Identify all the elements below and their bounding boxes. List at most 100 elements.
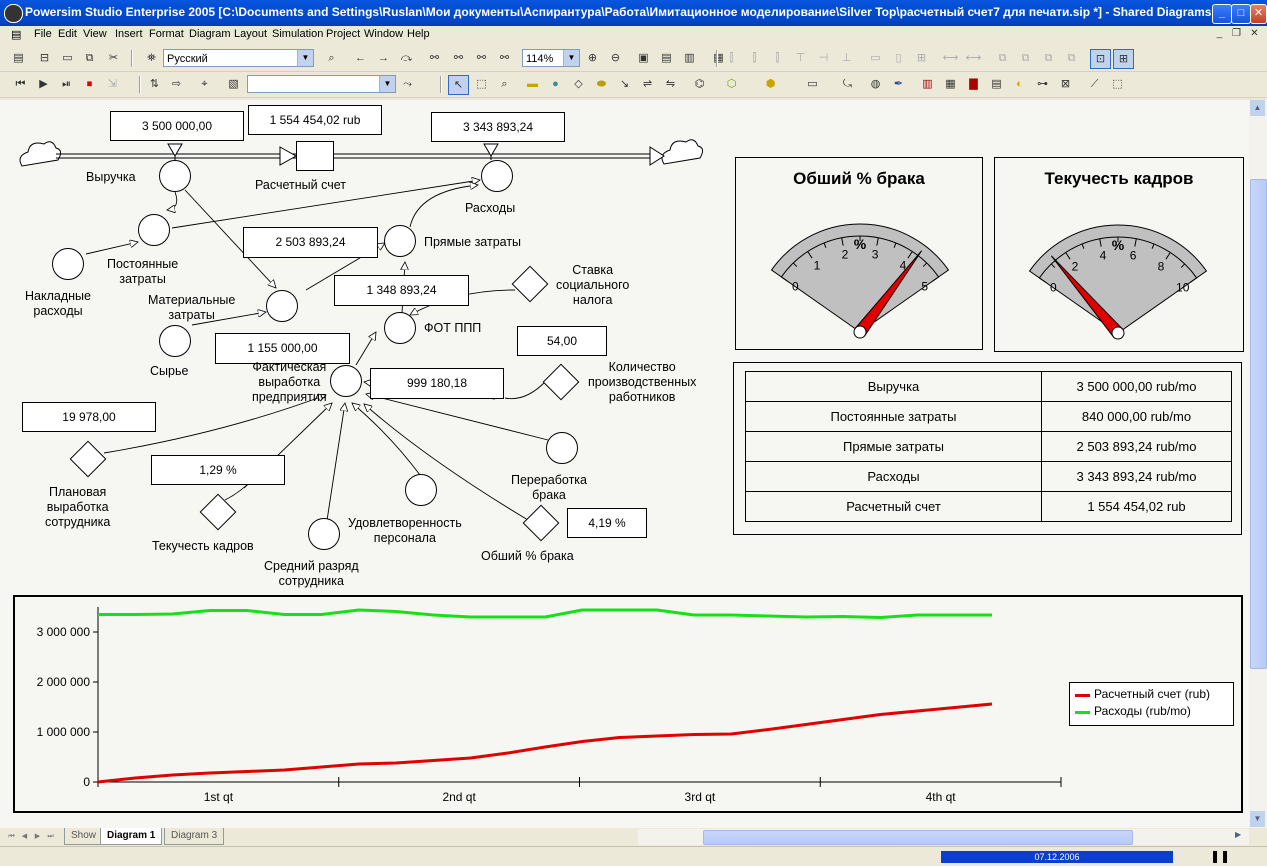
replace-icon[interactable]: ⚯	[499, 52, 510, 64]
time-graph-icon[interactable]: ▥	[922, 78, 933, 90]
preview-icon[interactable]: ▦	[713, 52, 724, 64]
aux-direct-costs[interactable]	[384, 225, 416, 257]
find-icon[interactable]: ⌕	[328, 52, 335, 64]
group-tool-icon[interactable]: ⬢	[765, 78, 776, 90]
binoculars-icon[interactable]: ⚯	[429, 52, 440, 64]
aux-material-costs[interactable]	[266, 290, 298, 322]
chevron-down-icon[interactable]: ▼	[563, 50, 579, 66]
menu-file[interactable]: File	[34, 28, 52, 40]
scatter-icon[interactable]: ⟋	[1090, 78, 1099, 90]
menu-simulation[interactable]: Simulation	[272, 28, 324, 40]
box-fot[interactable]: 1 348 893,24	[334, 275, 469, 306]
close-button[interactable]: ✕	[1250, 4, 1267, 24]
scroll-down-icon[interactable]: ▼	[1250, 811, 1265, 827]
aux-raw[interactable]	[159, 325, 191, 357]
menu-layout[interactable]: Layout	[234, 28, 268, 40]
aux-rework[interactable]	[546, 432, 578, 464]
aux-expenses[interactable]	[481, 160, 513, 192]
connector-tool-icon[interactable]: ⤿	[842, 78, 853, 90]
aux-revenue[interactable]	[159, 160, 191, 192]
box-expenses[interactable]: 3 343 893,24	[431, 112, 565, 142]
menu-project[interactable]: Project	[326, 28, 361, 40]
box-production[interactable]: 999 180,18	[370, 368, 504, 399]
box-turnover[interactable]: 1,29 %	[151, 455, 285, 485]
report-icon[interactable]: ⬚	[1112, 78, 1123, 90]
menu-window[interactable]: Window	[364, 28, 404, 40]
aux-overhead[interactable]	[52, 248, 84, 280]
bring-front-icon[interactable]: ⧉	[998, 52, 1007, 64]
chevron-down-icon[interactable]: ▼	[379, 76, 395, 92]
app-icon[interactable]	[4, 4, 23, 23]
lasso-icon[interactable]: ⬚	[476, 78, 487, 90]
flow-valve-icon[interactable]: ⇋	[665, 78, 676, 90]
menu-view[interactable]: View	[83, 28, 107, 40]
forward-arrow-icon[interactable]: →	[378, 52, 389, 64]
step-icon[interactable]: ⏯	[62, 78, 71, 90]
slider-icon[interactable]: ⊶	[1037, 78, 1048, 90]
box-plan-output[interactable]: 19 978,00	[22, 402, 156, 432]
horizontal-scrollbar[interactable]: ▶	[638, 829, 1249, 845]
align-bottom-icon[interactable]: ⊥	[841, 52, 852, 64]
aux-fot[interactable]	[384, 312, 416, 344]
minimize-button[interactable]: _	[1212, 4, 1232, 24]
ellipse-tool-icon[interactable]: ⬬	[596, 78, 607, 90]
object-icon[interactable]: ▧	[228, 78, 239, 90]
aux-fixed-costs[interactable]	[138, 214, 170, 246]
link-tool-icon[interactable]: ↘	[619, 78, 630, 90]
auxiliary-tool-icon[interactable]: ●	[552, 78, 559, 90]
new-icon[interactable]: ▤	[13, 52, 24, 64]
save-icon[interactable]: ▭	[62, 52, 73, 64]
chevron-down-icon[interactable]: ▼	[297, 50, 313, 66]
find-prev-icon[interactable]: ⚯	[476, 52, 487, 64]
first-tab-icon[interactable]: ⏮	[8, 833, 15, 840]
reset-icon[interactable]: ⇲	[107, 78, 118, 90]
space-horizontal-icon[interactable]: ⟷	[942, 52, 959, 64]
pause-icon[interactable]: ❚❚	[1210, 849, 1231, 863]
mdi-close-icon[interactable]: ✕	[1250, 28, 1259, 39]
gauge-icon[interactable]: ◐	[1016, 78, 1023, 90]
mdi-restore-icon[interactable]: ❐	[1232, 28, 1241, 39]
language-icon[interactable]: ⛯	[147, 52, 156, 64]
shape-tool-icon[interactable]: ⬡	[726, 78, 737, 90]
target-icon[interactable]: ⌖	[201, 78, 208, 90]
camera-icon[interactable]: ⌬	[694, 78, 705, 90]
level-tool-icon[interactable]: ▬	[527, 78, 538, 90]
zoom-select[interactable]: 114% ▼	[522, 49, 580, 67]
maximize-button[interactable]: □	[1231, 4, 1251, 24]
align-center-icon[interactable]: ⫿	[752, 52, 757, 64]
menu-diagram[interactable]: Diagram	[189, 28, 231, 40]
zoom-out-icon[interactable]: ⊖	[610, 52, 621, 64]
menu-insert[interactable]: Insert	[115, 28, 143, 40]
rewind-icon[interactable]: ⏮	[15, 78, 26, 90]
hscroll-thumb[interactable]	[703, 830, 1133, 845]
diagram-canvas[interactable]: 3 500 000,00 1 554 454,02 rub 3 343 893,…	[0, 100, 1249, 828]
sort-icon[interactable]: ⇅	[149, 78, 160, 90]
rectangle-tool-icon[interactable]: ▭	[807, 78, 818, 90]
same-width-icon[interactable]: ▭	[870, 52, 881, 64]
align-right-icon[interactable]: ⫿	[775, 52, 780, 64]
tab-show[interactable]: Show	[64, 828, 104, 845]
vertical-scrollbar[interactable]: ▲ ▼	[1249, 100, 1267, 828]
properties-icon[interactable]: ▤	[661, 52, 672, 64]
same-height-icon[interactable]: ▯	[895, 52, 902, 64]
level-account[interactable]	[296, 141, 334, 171]
menu-edit[interactable]: Edit	[58, 28, 77, 40]
snap-icon[interactable]: ⊞	[1113, 49, 1134, 69]
copy-diagram-icon[interactable]: ⧉	[85, 52, 94, 64]
input-icon[interactable]: ⊠	[1060, 78, 1071, 90]
open-project-icon[interactable]: ⊟	[39, 52, 50, 64]
play-icon[interactable]: ▶	[39, 78, 48, 90]
browse-icon[interactable]: ⤳	[403, 78, 412, 90]
go-icon[interactable]: ⇨	[171, 78, 182, 90]
globe-icon[interactable]: ◍	[870, 78, 881, 90]
magnifier-icon[interactable]: ⌕	[501, 78, 508, 90]
align-middle-icon[interactable]: ⊣	[818, 52, 829, 64]
grid-icon[interactable]: ⊡	[1090, 49, 1111, 69]
same-size-icon[interactable]: ⊞	[916, 52, 927, 64]
aux-actual-output[interactable]	[330, 365, 362, 397]
aux-avg-grade[interactable]	[308, 518, 340, 550]
window-icon[interactable]: ▣	[638, 52, 649, 64]
